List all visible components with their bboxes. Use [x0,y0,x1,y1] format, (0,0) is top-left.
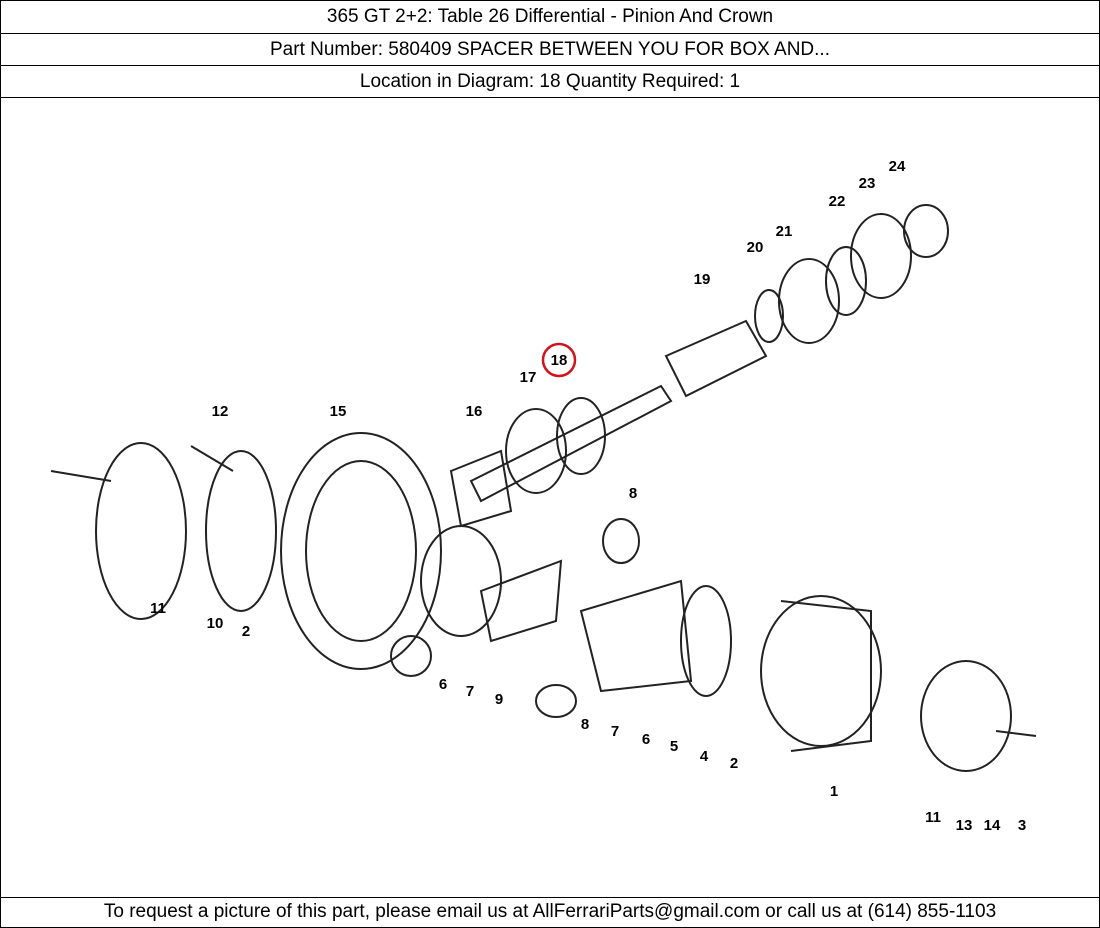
part-10-cover [205,450,277,612]
callout-23[interactable]: 23 [859,175,876,192]
part-11-flange-right [920,660,1012,772]
side-gear-right [579,579,693,693]
callout-8-top[interactable]: 8 [629,485,637,502]
part-20-shim [754,289,784,343]
callout-18[interactable]: 18 [551,352,568,369]
callout-15[interactable]: 15 [330,403,347,420]
callout-9[interactable]: 9 [495,691,503,708]
callout-3[interactable]: 3 [1018,817,1026,834]
callout-2-right[interactable]: 2 [730,755,738,772]
callout-24[interactable]: 24 [889,158,906,175]
part-11-flange-left [95,442,187,620]
callout-17[interactable]: 17 [520,369,537,386]
callout-1[interactable]: 1 [830,783,838,800]
part-8-gear-bottom [535,684,577,718]
part-5-clutch [680,585,732,697]
callout-13[interactable]: 13 [956,817,973,834]
callout-8-bottom[interactable]: 8 [581,716,589,733]
callout-19[interactable]: 19 [694,271,711,288]
location-line: Location in Diagram: 18 Quantity Require… [0,65,1100,97]
callout-5[interactable]: 5 [670,738,678,755]
callout-16[interactable]: 16 [466,403,483,420]
callout-7-left[interactable]: 7 [466,683,474,700]
part-19-sleeve [664,319,768,398]
part-23-seal [850,213,912,299]
page-title: 365 GT 2+2: Table 26 Differential - Pini… [0,0,1100,33]
part-22-ring [825,246,867,316]
callout-6-left[interactable]: 6 [439,676,447,693]
callout-20[interactable]: 20 [747,239,764,256]
pinion-gear-small [390,635,432,677]
callout-2-left[interactable]: 2 [242,623,250,640]
contact-footer: To request a picture of this part, pleas… [0,897,1100,928]
part-24-nut [903,204,949,258]
exploded-view-drawing: 24 23 22 21 20 19 18 17 16 12 15 8 11 10… [50,158,1037,834]
callout-12[interactable]: 12 [212,403,229,420]
callout-14[interactable]: 14 [984,817,1001,834]
part-16-pinion [449,449,513,528]
callout-7-right[interactable]: 7 [611,723,619,740]
part-12-bolt [190,445,234,472]
callout-21[interactable]: 21 [776,223,793,240]
drawing-parts [50,204,1037,772]
callout-11-left[interactable]: 11 [150,600,166,617]
part-8-gear-top [602,518,640,564]
highlight-circle [541,342,577,378]
part-21-bearing [778,258,840,344]
pinion-shaft [469,384,673,503]
callout-labels: 24 23 22 21 20 19 18 17 16 12 15 8 11 10… [150,158,1026,834]
part-number-line: Part Number: 580409 SPACER BETWEEN YOU F… [0,33,1100,65]
side-gear-left [420,525,502,637]
callout-22[interactable]: 22 [829,193,846,210]
part-3-bolt [995,730,1037,737]
parts-diagram: 24 23 22 21 20 19 18 17 16 12 15 8 11 10… [0,97,1100,898]
callout-10[interactable]: 10 [207,615,224,632]
part-1-case [760,595,882,747]
part-15-crown [280,432,442,670]
callout-11-right[interactable]: 11 [925,809,941,826]
callout-6-right[interactable]: 6 [642,731,650,748]
part-9-spider [479,559,563,643]
callout-4[interactable]: 4 [700,748,709,765]
part-17-bearing [505,408,567,494]
